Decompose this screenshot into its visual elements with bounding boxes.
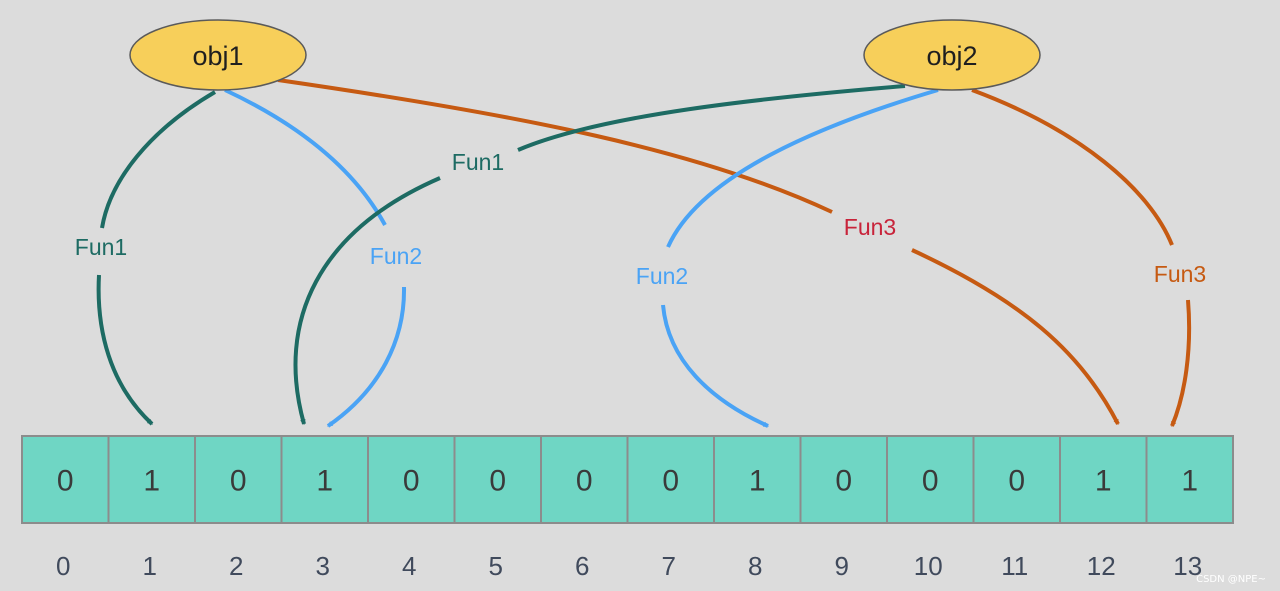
bit-value: 1 xyxy=(1095,465,1112,498)
bit-value: 0 xyxy=(230,465,247,498)
node-obj2-label: obj2 xyxy=(926,41,977,71)
label-obj1-fun1: Fun1 xyxy=(75,234,127,260)
label-obj2-fun3: Fun3 xyxy=(1154,261,1206,287)
bit-index: 5 xyxy=(489,551,503,581)
label-obj2-fun2: Fun2 xyxy=(636,263,688,289)
edge-obj2-fun3-upper xyxy=(971,88,1174,246)
bit-index: 11 xyxy=(1001,551,1028,581)
bit-index: 9 xyxy=(835,551,849,581)
bit-cell: 0 xyxy=(194,435,283,524)
node-obj1: obj1 xyxy=(129,19,307,91)
edge-obj2-fun1-lower xyxy=(293,176,441,426)
edge-obj1-fun1-upper xyxy=(100,90,217,229)
bit-value: 0 xyxy=(1008,465,1025,498)
bit-index: 6 xyxy=(575,551,589,581)
bit-cell: 0 xyxy=(21,435,110,524)
bit-value: 0 xyxy=(662,465,679,498)
edge-obj1-fun2-lower xyxy=(326,286,407,428)
edge-obj2-fun2-lower xyxy=(661,304,770,428)
bit-cell: 1 xyxy=(1059,435,1148,524)
bit-index: 4 xyxy=(402,551,416,581)
bit-index: 13 xyxy=(1173,551,1202,581)
bit-array: 0 1 0 1 0 0 0 0 1 0 0 0 1 1 xyxy=(21,435,1234,524)
edge-obj2-fun2-upper xyxy=(666,88,939,248)
label-obj2-fun1: Fun1 xyxy=(452,149,504,175)
edge-obj2-fun3-lower xyxy=(1170,299,1192,428)
bit-cell: 0 xyxy=(972,435,1061,524)
bit-cell: 1 xyxy=(713,435,802,524)
bit-cell: 0 xyxy=(626,435,715,524)
node-obj2: obj2 xyxy=(863,19,1041,91)
bit-index: 8 xyxy=(748,551,762,581)
watermark: CSDN @NPE~ xyxy=(1196,574,1266,585)
bit-cell: 0 xyxy=(367,435,456,524)
bit-value: 0 xyxy=(835,465,852,498)
bit-value: 1 xyxy=(1181,465,1198,498)
bit-value: 1 xyxy=(749,465,766,498)
bit-index: 0 xyxy=(56,551,70,581)
bit-index: 3 xyxy=(316,551,330,581)
bit-cell: 0 xyxy=(453,435,542,524)
edge-obj1-fun2-upper xyxy=(224,88,387,226)
bit-cell: 0 xyxy=(540,435,629,524)
edge-obj1-fun1-lower xyxy=(96,274,154,426)
edge-obj1-fun3-lower xyxy=(911,248,1120,425)
bit-value: 0 xyxy=(922,465,939,498)
bit-value: 1 xyxy=(143,465,160,498)
bit-cell: 1 xyxy=(1145,435,1234,524)
bit-value: 0 xyxy=(576,465,593,498)
bit-value: 0 xyxy=(57,465,74,498)
bit-value: 0 xyxy=(403,465,420,498)
bit-value: 0 xyxy=(489,465,506,498)
bit-cell: 0 xyxy=(799,435,888,524)
bit-index: 10 xyxy=(914,551,943,581)
bit-index: 2 xyxy=(229,551,243,581)
edge-obj2-fun1-upper xyxy=(517,84,906,152)
label-obj1-fun3: Fun3 xyxy=(844,214,896,240)
bit-index: 12 xyxy=(1087,551,1116,581)
bit-index: 7 xyxy=(662,551,676,581)
node-obj1-label: obj1 xyxy=(192,41,243,71)
bit-value: 1 xyxy=(316,465,333,498)
bit-cell: 1 xyxy=(107,435,196,524)
bit-cell: 0 xyxy=(886,435,975,524)
bit-cell: 1 xyxy=(280,435,369,524)
bit-index: 1 xyxy=(143,551,157,581)
label-obj1-fun2: Fun2 xyxy=(370,243,422,269)
edge-obj1-fun3-upper xyxy=(277,78,833,214)
